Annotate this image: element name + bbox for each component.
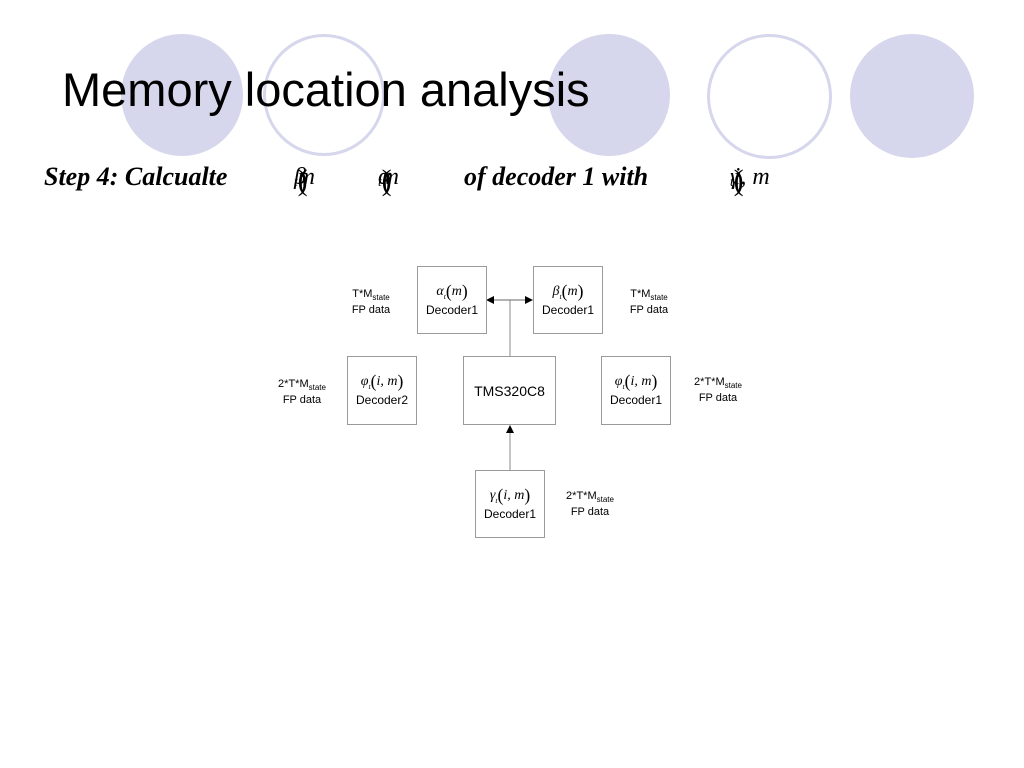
beta-box-label: Decoder1	[541, 303, 595, 317]
alpha-decoder1-box: αt(m) Decoder1	[417, 266, 487, 334]
cpu-label: TMS320C8	[474, 383, 545, 399]
phi-right-box-label: Decoder1	[609, 393, 663, 407]
step-suffix: of decoder 1 with	[464, 162, 649, 191]
beta-decoder1-box: βt(m) Decoder1	[533, 266, 603, 334]
phi-decoder1-box: φt(i, m) Decoder1	[601, 356, 671, 425]
gamma-box-equation: γt(i, m)	[489, 485, 531, 505]
decor-circle-5	[850, 34, 974, 158]
tms320c8-box: TMS320C8	[463, 356, 556, 425]
alpha-size-note: T*Mstate FP data	[351, 288, 391, 317]
phi-right-size-note: 2*T*Mstate FP data	[694, 376, 742, 405]
step-text: Step 4: Calcualte	[44, 162, 228, 191]
phi-left-box-label: Decoder2	[355, 393, 409, 407]
gamma-decoder1-box: γt(i, m) Decoder1	[475, 470, 545, 538]
phi-right-box-equation: φt(i, m)	[614, 371, 658, 391]
gamma-size-note: 2*T*Mstate FP data	[566, 490, 614, 519]
beta-box-equation: βt(m)	[552, 281, 584, 301]
beta-size-note: T*Mstate FP data	[629, 288, 669, 317]
alpha-box-label: Decoder1	[425, 303, 479, 317]
phi-left-size-note: 2*T*Mstate FP data	[278, 378, 326, 407]
slide-title: Memory location analysis	[62, 63, 590, 116]
decor-circle-2	[263, 34, 385, 156]
phi-decoder2-box: φt(i, m) Decoder2	[347, 356, 417, 425]
decor-circle-4	[707, 34, 832, 159]
decor-circle-1	[121, 34, 243, 156]
alpha-box-equation: αt(m)	[436, 281, 468, 301]
decor-circle-3	[548, 34, 670, 156]
gamma-box-label: Decoder1	[483, 507, 537, 521]
phi-left-box-equation: φt(i, m)	[360, 371, 404, 391]
